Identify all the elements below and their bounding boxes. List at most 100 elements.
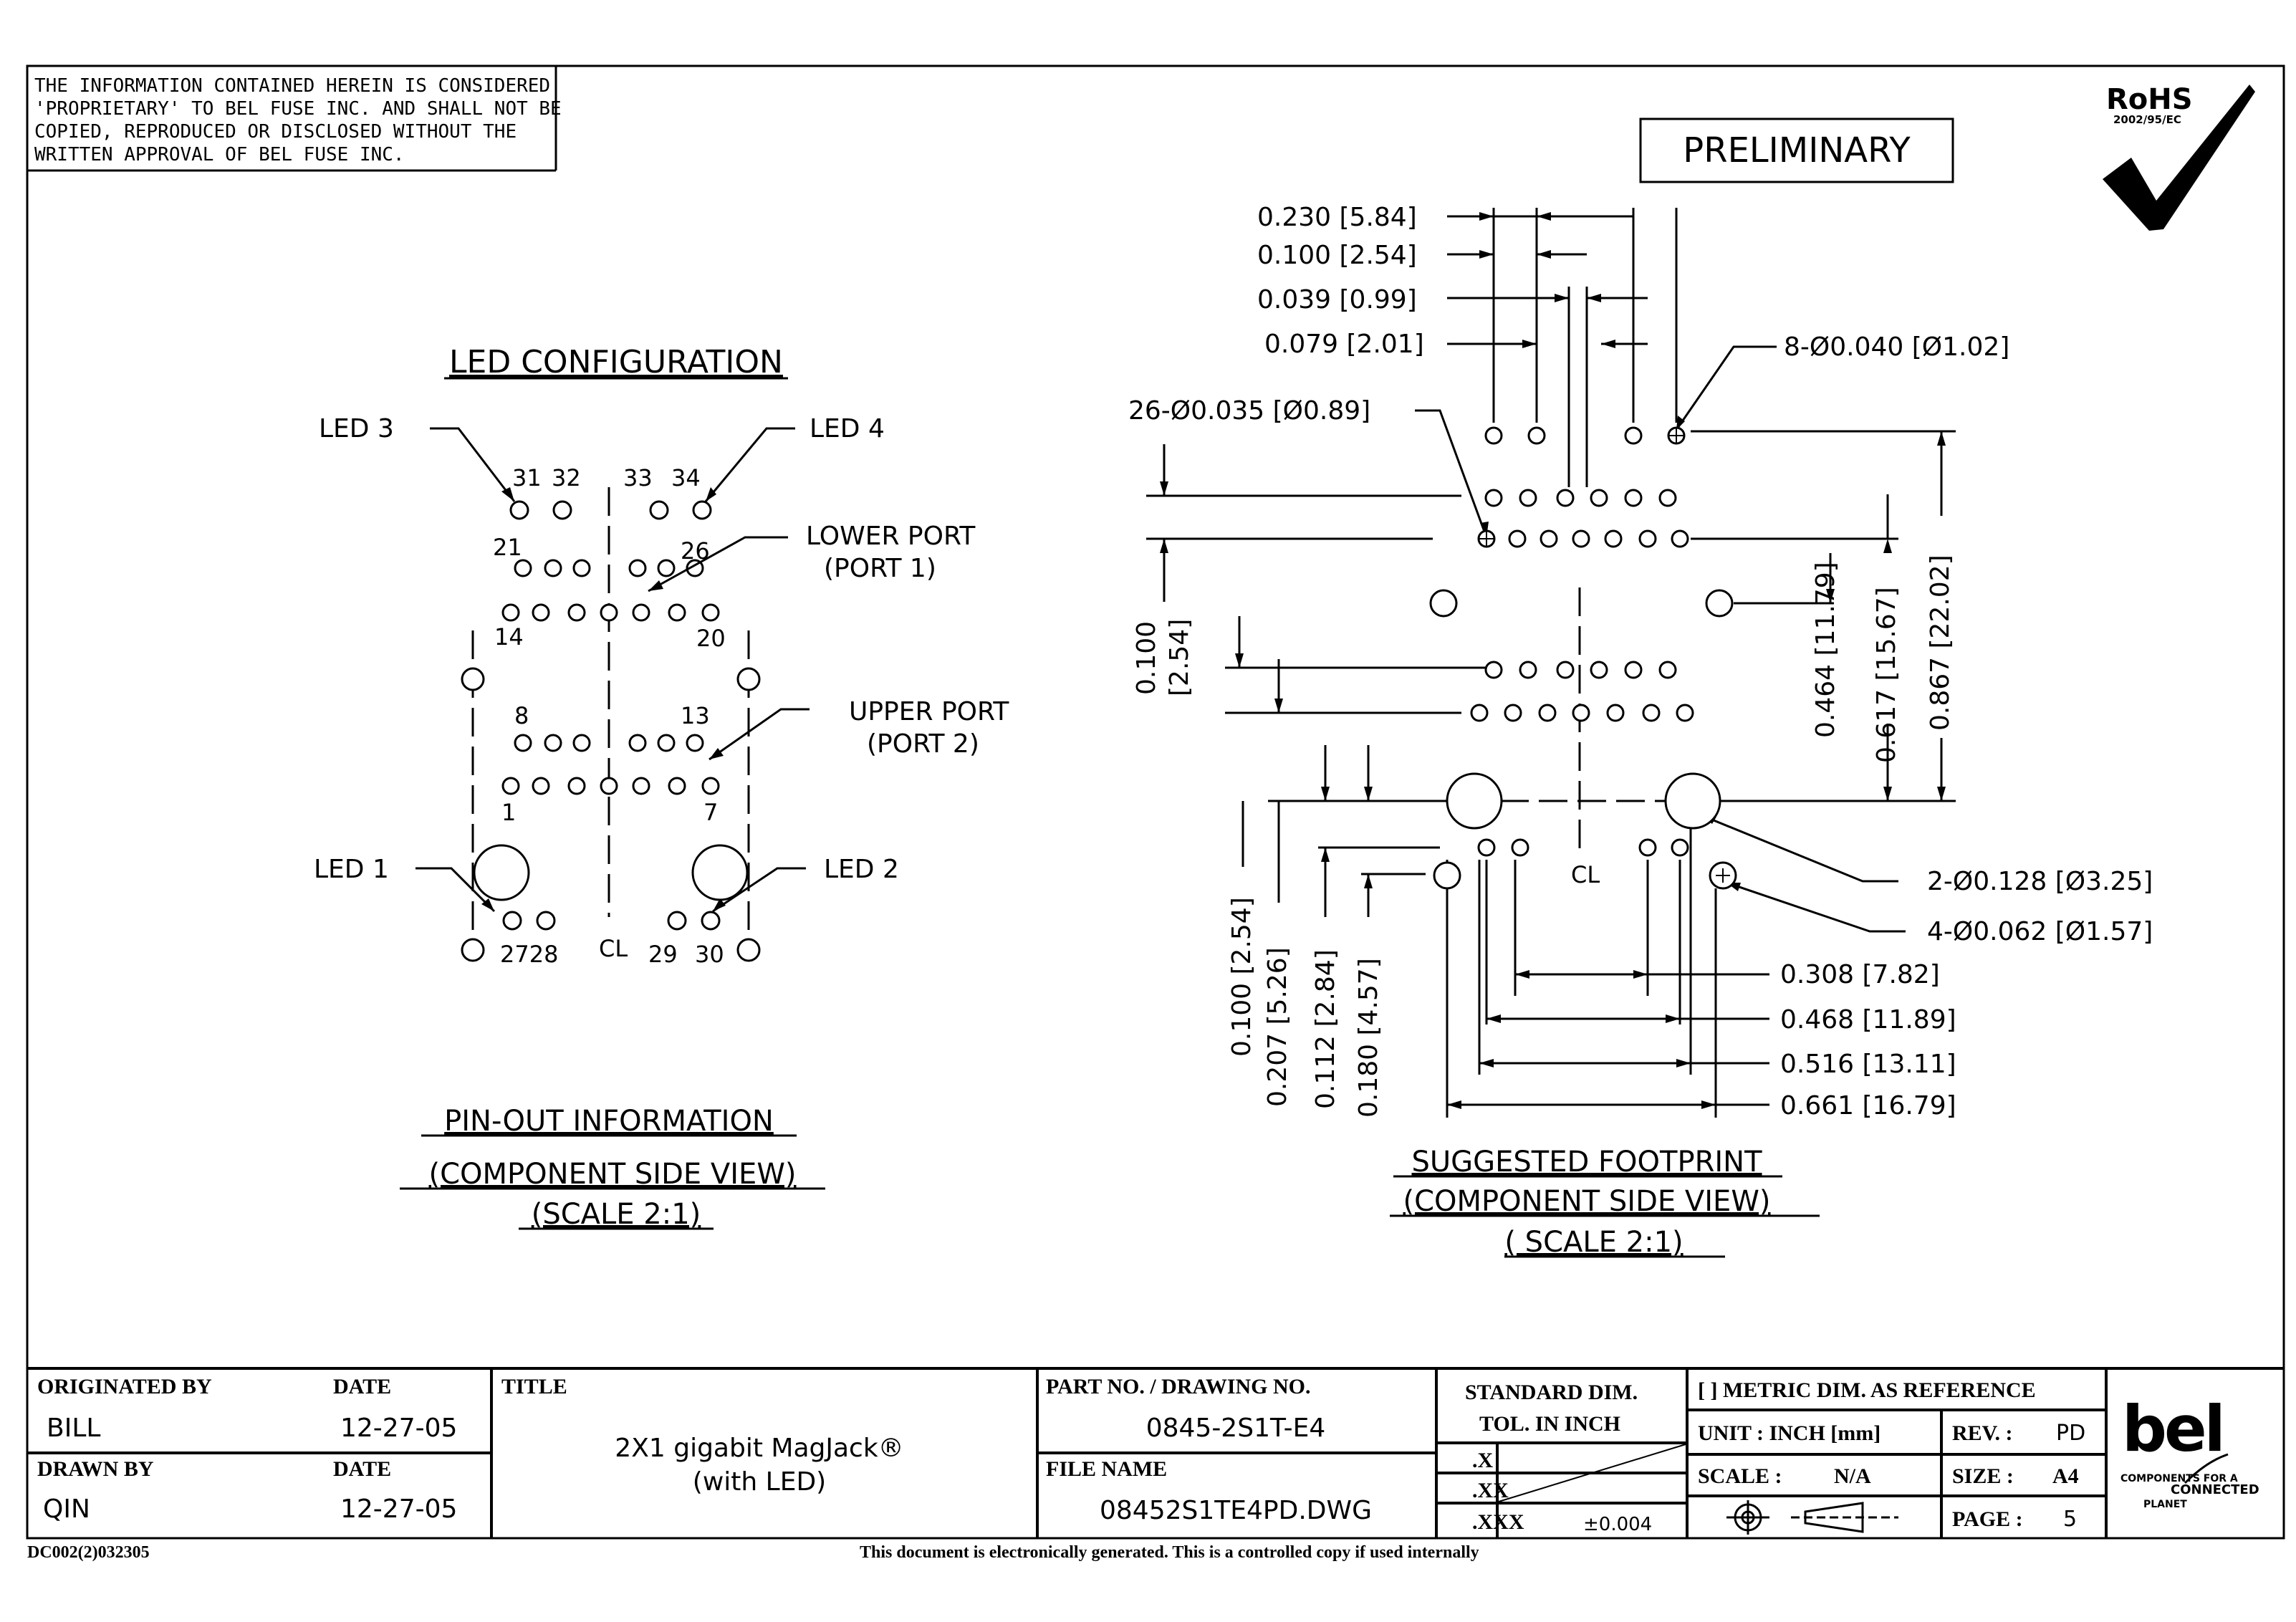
dim-label: 0.100 [2.54] [1257,241,1417,270]
dim-label: 0.079 [2.01] [1264,330,1424,359]
pin-label: 31 [512,464,542,491]
dim-label: 26-Ø0.035 [Ø0.89] [1128,396,1370,426]
pin-label: 1 [501,799,516,826]
page-label: PAGE : [1952,1507,2023,1531]
pin-label: 26 [681,537,710,565]
tol-x-label: .X [1472,1449,1494,1472]
pin-label: 30 [695,941,724,968]
pin-label: 32 [552,464,581,491]
rev-value: PD [2056,1421,2085,1446]
dim-label: 0.100 [2.54] [1227,897,1257,1057]
dim-label: 2-Ø0.128 [Ø3.25] [1927,867,2153,896]
dim-label: 0.180 [4.57] [1354,958,1383,1118]
originated-by-label: ORIGINATED BY [37,1375,212,1398]
proprietary-line: THE INFORMATION CONTAINED HEREIN IS CONS… [34,75,550,97]
scale-value: N/A [1834,1464,1871,1488]
dim-label: 0.230 [5.84] [1257,203,1417,232]
svg-text:2002/95/EC: 2002/95/EC [2113,113,2181,126]
led1-label: LED 1 [314,855,389,884]
led4-label: LED 4 [810,414,885,443]
controlled-copy-note: This document is electronically generate… [860,1543,1479,1562]
proprietary-notice: THE INFORMATION CONTAINED HEREIN IS CONS… [34,75,562,165]
file-name-label: FILE NAME [1046,1457,1167,1481]
dim-label: 0.112 [2.84] [1311,949,1340,1109]
footprint-scale: ( SCALE 2:1) [1504,1226,1683,1259]
dim-label: 0.661 [16.79] [1780,1091,1956,1120]
dim-label: [2.54] [1165,619,1194,696]
proprietary-line: COPIED, REPRODUCED OR DISCLOSED WITHOUT … [34,121,517,143]
date-label: DATE [333,1457,391,1481]
svg-text:bel: bel [2122,1392,2223,1466]
led3-label: LED 3 [319,414,394,443]
rohs-check-icon: RoHS 2002/95/EC [2103,83,2255,231]
standard-dim-label: STANDARD DIM. [1465,1381,1638,1404]
part-no-label: PART NO. / DRAWING NO. [1046,1375,1311,1398]
metric-note: [ ] METRIC DIM. AS REFERENCE [1698,1378,2036,1402]
lower-port-sub: (PORT 1) [824,554,936,583]
pin-label: 2728 [500,941,558,968]
preliminary-box [1639,117,1954,183]
led-config-title: LED CONFIGURATION [449,344,783,380]
dim-label: 8-Ø0.040 [Ø1.02] [1784,332,2009,362]
form-code: DC002(2)032305 [27,1543,150,1562]
tol-xxx-value: ±0.004 [1583,1514,1652,1535]
led2-label: LED 2 [824,855,899,884]
svg-text:COMPONENTS FOR A: COMPONENTS FOR A [2120,1473,2238,1484]
dim-label: 0.464 [11.79] [1811,562,1840,738]
pinout-scale: (SCALE 2:1) [532,1198,701,1231]
projection-symbol-icon [1726,1500,1898,1535]
led-configuration-view: LED CONFIGURATION [314,344,1009,1231]
pin-label: 8 [514,702,529,729]
pin-label: 14 [494,623,524,651]
part-number: 0845-2S1T-E4 [1146,1414,1326,1443]
dim-label: 0.100 [1132,621,1161,695]
originator-name: BILL [47,1414,100,1443]
upper-port-sub: (PORT 2) [867,729,979,759]
dim-label: 0.039 [0.99] [1257,285,1417,315]
footprint-view: CL 0.230 [5.84] 0.100 [2.54] 0.039 [0.99… [1128,203,2153,1259]
scale-label: SCALE : [1698,1464,1782,1488]
originated-date: 12-27-05 [340,1414,457,1443]
tolerance-label: TOL. IN INCH [1479,1412,1620,1436]
centerline-mark: CL [1571,861,1600,888]
lower-port-label: LOWER PORT [806,522,976,551]
pin-label: 29 [648,941,678,968]
footprint-title: SUGGESTED FOOTPRINT [1411,1146,1762,1179]
upper-port-label: UPPER PORT [849,697,1009,726]
dim-label: 0.468 [11.89] [1780,1005,1956,1035]
unit-label: UNIT : INCH [mm] [1698,1421,1880,1445]
drawn-by-label: DRAWN BY [37,1457,154,1481]
pin-label: 34 [671,464,701,491]
bel-logo: bel COMPONENTS FOR A CONNECTED PLANET [2120,1392,2259,1510]
preliminary-label: PRELIMINARY [1683,130,1911,171]
pinout-title: PIN-OUT INFORMATION [444,1105,774,1138]
page-value: 5 [2063,1507,2077,1532]
svg-text:CONNECTED: CONNECTED [2171,1482,2259,1497]
svg-text:RoHS: RoHS [2106,83,2193,116]
dim-label: 4-Ø0.062 [Ø1.57] [1927,917,2153,946]
dim-label: 0.617 [15.67] [1872,587,1901,763]
rev-label: REV. : [1952,1421,2012,1445]
file-name: 08452S1TE4PD.DWG [1100,1496,1372,1525]
title-block: ORIGINATED BY DATE DRAWN BY DATE TITLE P… [27,1367,2284,1538]
dim-label: 0.308 [7.82] [1780,960,1940,989]
centerline-mark: CL [599,935,628,962]
pin-label: 21 [493,534,522,561]
pinout-view: (COMPONENT SIDE VIEW) [429,1158,797,1191]
pin-label: 20 [696,625,726,652]
drawn-date: 12-27-05 [340,1494,457,1524]
dim-label: 0.867 [22.02] [1926,555,1955,731]
tol-xx-label: .XX [1472,1479,1509,1502]
dim-label: 0.516 [13.11] [1780,1050,1956,1079]
size-value: A4 [2052,1464,2079,1488]
date-label: DATE [333,1375,391,1398]
pin-label: 13 [681,702,710,729]
proprietary-line: 'PROPRIETARY' TO BEL FUSE INC. AND SHALL… [34,98,562,120]
drafter-name: QIN [43,1494,90,1524]
title-label: TITLE [501,1375,567,1398]
drawing-subtitle: (with LED) [693,1467,826,1497]
drawing-border [26,64,2285,1540]
pin-label: 33 [623,464,653,491]
